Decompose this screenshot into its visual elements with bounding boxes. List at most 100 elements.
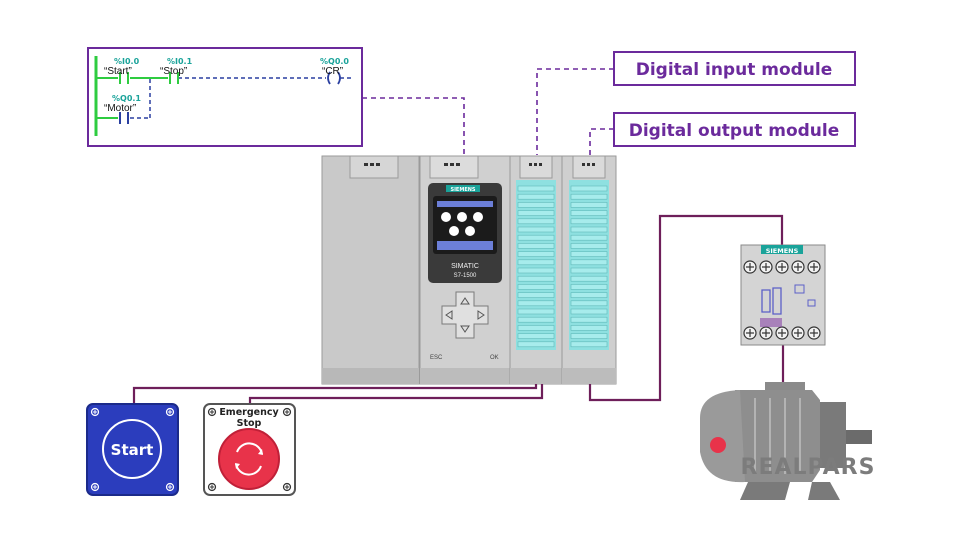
contact-stop — [169, 72, 179, 84]
coil-cr — [327, 71, 341, 85]
ladder-panel: %I0.0 “Start” %I0.1 “Stop” %Q0.0 “CR” %Q… — [87, 47, 363, 147]
terminal-slot — [517, 284, 555, 290]
cpu-brand: SIEMENS — [450, 187, 475, 193]
terminal-slot — [570, 284, 608, 290]
terminal-slot — [517, 243, 555, 249]
info-icon — [441, 212, 451, 222]
esc-label: ESC — [430, 355, 443, 361]
address-motor: %Q0.1 — [112, 94, 141, 103]
wire-start — [132, 384, 538, 404]
terminal-slot — [570, 251, 608, 257]
contact-motor — [119, 112, 129, 124]
start-button-label: Start — [111, 441, 154, 459]
terminal-slot — [570, 292, 608, 298]
address-stop: %I0.1 — [167, 57, 193, 66]
terminal-slot — [570, 341, 608, 348]
plc-rack: SIEMENS SIMATIC S7-1500 ESC OK — [321, 155, 617, 385]
terminal-slot — [570, 218, 608, 225]
digital-output-module — [561, 155, 617, 385]
terminal-slot — [517, 267, 555, 274]
digital-input-module — [509, 155, 563, 385]
terminal-slot — [570, 300, 608, 307]
ok-label: OK — [490, 355, 499, 361]
mount-screw-icon — [90, 407, 100, 417]
terminal-slot — [517, 341, 555, 348]
terminal-slot — [517, 234, 555, 241]
mount-screw-icon — [207, 407, 217, 417]
mount-screw-icon — [90, 482, 100, 492]
callout-output-module: Digital output module — [613, 112, 856, 147]
terminal-slot — [570, 275, 608, 282]
terminal-slot — [570, 333, 608, 339]
terminal-slot — [570, 185, 608, 192]
terminal-slot — [517, 251, 555, 257]
module-icon — [449, 226, 459, 236]
cpu-dpad — [441, 291, 489, 339]
mount-screw-icon — [165, 482, 175, 492]
terminal-slot — [570, 243, 608, 249]
tag-stop: “Stop” — [160, 66, 187, 77]
terminal-slot — [570, 234, 608, 241]
terminal-slot — [517, 259, 555, 266]
estop-label-line2: Stop — [237, 418, 262, 429]
terminal-slot — [517, 226, 555, 233]
terminal-slot — [570, 202, 608, 208]
terminal-slot — [517, 275, 555, 282]
cpu-module: SIEMENS SIMATIC S7-1500 ESC OK — [419, 155, 511, 385]
terminal-slot — [570, 226, 608, 233]
terminal-slot — [570, 210, 608, 216]
display-icon — [465, 226, 475, 236]
input-leader — [536, 68, 614, 155]
address-cr: %Q0.0 — [320, 57, 349, 66]
callout-output-label: Digital output module — [629, 121, 840, 141]
terminal-slot — [517, 185, 555, 192]
address-start: %I0.0 — [114, 57, 140, 66]
output-leader — [589, 128, 614, 155]
terminal-slot — [517, 210, 555, 216]
terminal-slot — [570, 259, 608, 266]
settings-icon — [457, 212, 467, 222]
terminal-slot — [570, 316, 608, 323]
mount-screw-icon — [207, 482, 217, 492]
terminal-slot — [570, 308, 608, 315]
contactor-relay: SIEMENS — [740, 244, 826, 346]
wiring — [132, 214, 785, 404]
realpars-logo: REALPARS — [741, 455, 876, 480]
power-supply-module — [321, 155, 420, 385]
callout-input-label: Digital input module — [636, 60, 833, 80]
emergency-stop-button[interactable]: Emergency Stop — [203, 403, 296, 496]
terminal-slot — [517, 308, 555, 315]
mount-screw-icon — [282, 482, 292, 492]
tag-motor: “Motor” — [104, 103, 136, 114]
cpu-model-line2: S7-1500 — [454, 273, 477, 279]
ladder-leader — [362, 97, 465, 155]
relay-brand: SIEMENS — [766, 247, 799, 255]
terminal-slot — [517, 218, 555, 225]
terminal-slot — [570, 325, 608, 331]
terminal-slot — [517, 325, 555, 331]
terminal-slot — [517, 300, 555, 307]
tag-cr: “CR” — [322, 66, 343, 77]
rotate-arrow-icon — [236, 442, 263, 455]
terminal-slot — [517, 292, 555, 298]
tools-icon — [473, 212, 483, 222]
terminal-slot — [517, 316, 555, 323]
wire-output-relay — [588, 214, 784, 402]
tag-start: “Start” — [104, 66, 132, 77]
terminal-slot — [517, 202, 555, 208]
terminal-slot — [570, 267, 608, 274]
terminal-slot — [517, 333, 555, 339]
wire-estop — [248, 384, 544, 404]
start-button[interactable]: Start — [86, 403, 179, 496]
estop-label-line1: Emergency — [219, 407, 279, 418]
terminal-slot — [570, 193, 608, 200]
motor-indicator — [710, 437, 726, 453]
mount-screw-icon — [165, 407, 175, 417]
terminal-slot — [517, 193, 555, 200]
cpu-model-line1: SIMATIC — [451, 263, 479, 270]
mount-screw-icon — [282, 407, 292, 417]
motor: REALPARS — [700, 382, 876, 500]
callout-input-module: Digital input module — [613, 51, 856, 86]
contact-start — [119, 72, 129, 84]
